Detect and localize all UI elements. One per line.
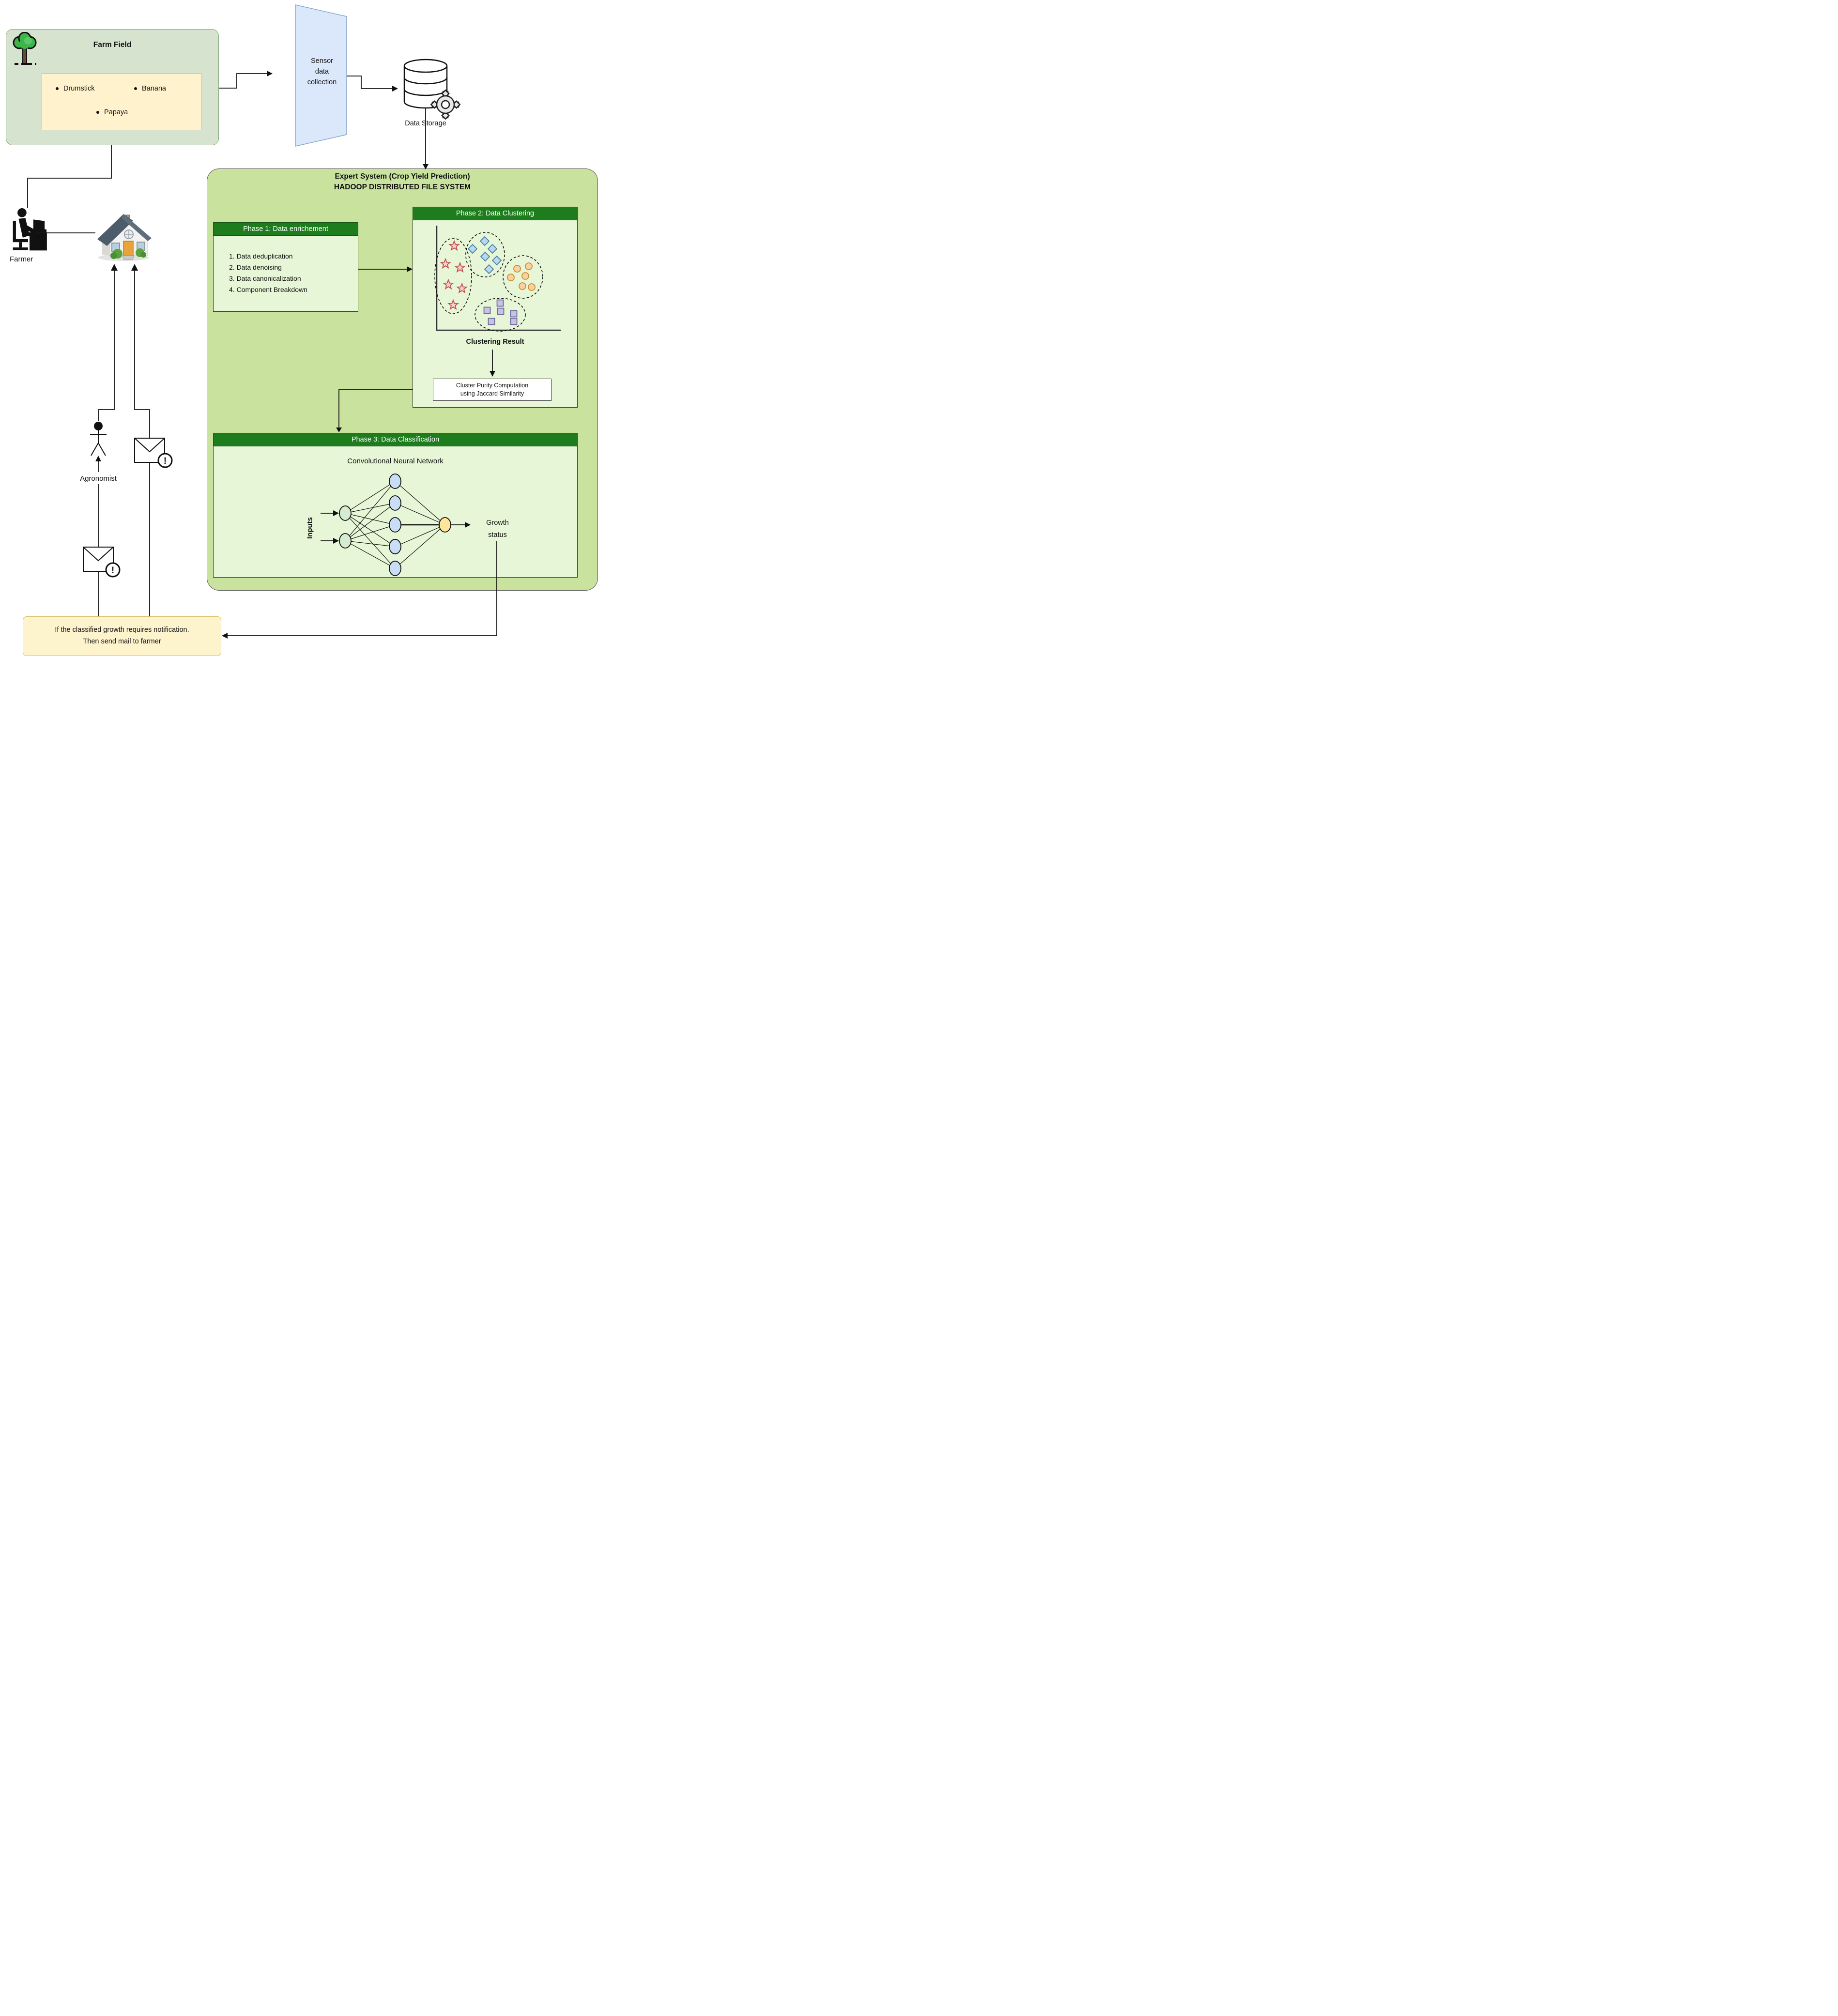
phase1-header: Phase 1: Data enrichement <box>213 222 358 236</box>
phase1-box: Phase 1: Data enrichement 1. Data dedupl… <box>213 222 358 312</box>
svg-text:!: ! <box>164 456 167 466</box>
arrowhead <box>95 456 101 461</box>
gear-icon <box>430 89 461 120</box>
cluster-circles <box>503 255 543 299</box>
clustering-result-label: Clustering Result <box>466 338 524 346</box>
phase2-header: Phase 2: Data Clustering <box>413 207 578 220</box>
farmer-label: Farmer <box>10 255 33 263</box>
svg-text:!: ! <box>111 565 114 576</box>
farm-field-title: Farm Field <box>93 41 132 49</box>
crop-item-papaya: Papaya <box>96 108 128 116</box>
crops-box: Drumstick Banana Papaya <box>42 73 201 130</box>
agronomist-label: Agronomist <box>80 474 117 483</box>
arrowhead <box>111 264 118 271</box>
farmer-icon <box>13 208 47 251</box>
crop-item-drumstick: Drumstick <box>56 85 94 92</box>
cluster-diamonds <box>465 232 505 277</box>
sensor-collection-shape <box>295 4 347 147</box>
nn-arrows <box>333 510 471 544</box>
neural-network-figure <box>321 473 471 576</box>
database-icon <box>403 59 461 120</box>
connectors-layer: ! ! <box>27 71 497 639</box>
phase2-box: Phase 2: Data Clustering <box>413 207 578 408</box>
connector-house-to-mail <box>134 270 150 438</box>
nn-nodes <box>339 473 451 576</box>
cluster-scatter-plot <box>434 226 561 332</box>
phase1-steps: 1. Data deduplication 2. Data denoising … <box>229 252 307 293</box>
cluster-squares <box>475 298 526 332</box>
mail-notification-icon: ! <box>134 438 173 468</box>
bullet-icon <box>134 87 137 91</box>
arrowhead <box>222 633 228 639</box>
notification-box: If the classified growth requires notifi… <box>23 616 221 656</box>
phase3-header: Phase 3: Data Classification <box>213 433 578 446</box>
cluster-stars <box>434 238 472 314</box>
arrowhead <box>336 428 342 432</box>
arrowhead <box>490 371 495 377</box>
connector-house-to-agronomist <box>98 270 115 421</box>
bullet-icon <box>56 87 59 91</box>
expert-system-title: Expert System (Crop Yield Prediction) HA… <box>334 172 471 191</box>
connector-growth-to-notification <box>228 541 497 636</box>
connector-sensor-to-storage <box>347 76 392 89</box>
diagram-canvas: Farm Field Drumstick Banana Papaya Senso… <box>0 0 613 672</box>
arrowhead <box>392 86 398 92</box>
tree-icon <box>13 32 37 65</box>
house-icon <box>97 214 152 261</box>
nn-edges <box>345 481 445 569</box>
connector-purity-to-phase3 <box>338 389 413 428</box>
cnn-title: Convolutional Neural Network <box>347 457 444 465</box>
connector-farm-to-sensor <box>219 73 267 89</box>
cluster-purity-box: Cluster Purity Computation using Jaccard… <box>433 379 551 401</box>
arrowhead <box>267 71 273 76</box>
connector-farm-to-farmer <box>27 145 112 208</box>
arrowhead <box>407 266 413 272</box>
bullet-icon <box>96 111 99 114</box>
arrowhead <box>423 164 429 169</box>
crop-item-banana: Banana <box>134 85 166 92</box>
growth-status-label: Growth status <box>486 519 509 539</box>
arrowhead <box>131 264 138 271</box>
mail-notification-icon: ! <box>83 547 121 578</box>
agronomist-icon <box>90 422 107 456</box>
